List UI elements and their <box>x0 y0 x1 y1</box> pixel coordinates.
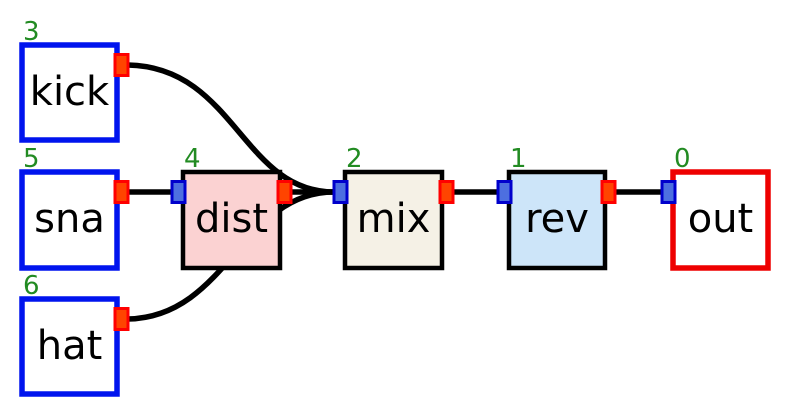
node-out-label: out <box>688 196 754 242</box>
node-kick-id-label: 3 <box>23 17 40 47</box>
port-dist-output[interactable] <box>276 180 293 204</box>
port-dist-input[interactable] <box>170 180 187 204</box>
node-rev-id-label: 1 <box>510 144 527 174</box>
node-mix-label: mix <box>357 196 431 242</box>
node-dist-id-label: 4 <box>184 144 201 174</box>
node-out-box[interactable] <box>670 169 771 271</box>
node-rev: 1 rev <box>496 144 617 271</box>
node-dist: 4 dist <box>170 144 293 271</box>
port-rev-output[interactable] <box>600 180 617 204</box>
node-sna: 5 sna <box>19 144 130 271</box>
node-sna-label: sna <box>34 196 105 242</box>
port-mix-output[interactable] <box>438 180 455 204</box>
node-hat-label: hat <box>37 323 103 369</box>
port-kick-output[interactable] <box>113 53 130 77</box>
port-out-input[interactable] <box>660 180 677 204</box>
node-kick-label: kick <box>30 69 110 115</box>
port-sna-output[interactable] <box>113 180 130 204</box>
node-out-id-label: 0 <box>674 144 691 174</box>
node-kick-box[interactable] <box>19 42 120 143</box>
port-rev-input[interactable] <box>496 180 513 204</box>
node-out: 0 out <box>660 144 771 271</box>
node-hat: 6 hat <box>19 271 130 397</box>
node-mix-box[interactable] <box>342 169 445 271</box>
node-hat-id-label: 6 <box>23 271 40 301</box>
node-rev-label: rev <box>525 196 589 242</box>
port-hat-output[interactable] <box>113 307 130 331</box>
node-rev-box[interactable] <box>506 169 608 271</box>
node-dist-box[interactable] <box>180 169 283 271</box>
node-hat-box[interactable] <box>19 296 120 397</box>
port-mix-input[interactable] <box>332 180 349 204</box>
node-sna-box[interactable] <box>19 169 120 271</box>
node-mix: 2 mix <box>332 144 455 271</box>
node-dist-label: dist <box>195 196 268 242</box>
node-kick: 3 kick <box>19 17 130 143</box>
node-sna-id-label: 5 <box>23 144 40 174</box>
node-mix-id-label: 2 <box>346 144 363 174</box>
edge-kick-mix[interactable] <box>127 62 335 195</box>
